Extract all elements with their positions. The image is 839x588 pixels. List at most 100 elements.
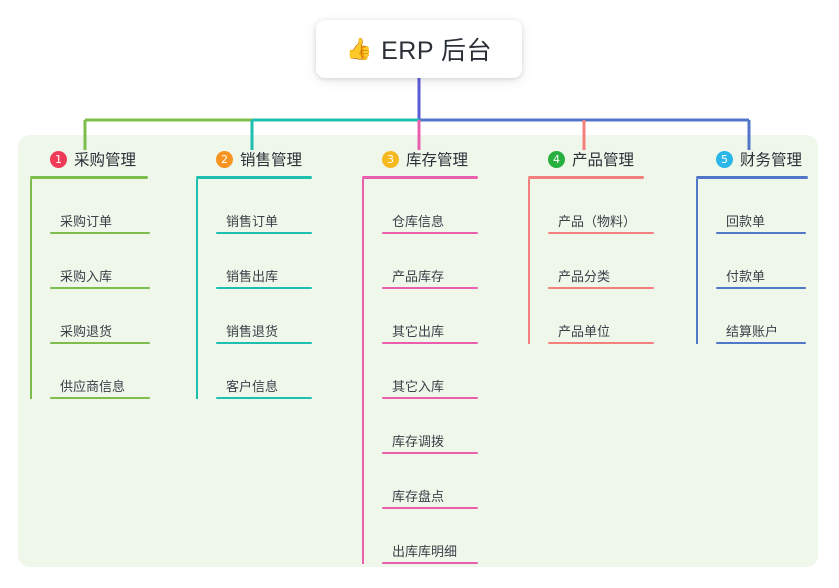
leaf-node-underline [382,231,478,234]
branch-column-2: 2 销售管理销售订单销售出库销售退货客户信息 [196,148,346,399]
leaf-node-label: 产品库存 [392,268,445,284]
branch-leaf-list: 产品（物料） 产品分类产品单位 [528,178,688,344]
branch-header-4[interactable]: 4 产品管理 [528,148,688,170]
leaf-node-underline [216,231,312,234]
leaf-node[interactable]: 回款单 [716,179,826,234]
branch-header-underline [696,176,808,179]
branch-title: 财务管理 [740,152,803,169]
leaf-node-underline [50,341,150,344]
branch-column-4: 4 产品管理产品（物料） 产品分类产品单位 [528,148,688,344]
leaf-node-underline [216,341,312,344]
branch-header-5[interactable]: 5 财务管理 [696,148,826,170]
branch-spine-line [696,178,698,344]
leaf-node-label: 采购入库 [60,268,113,284]
leaf-node[interactable]: 付款单 [716,234,826,289]
leaf-node-label: 销售退货 [226,323,279,339]
leaf-node-underline [216,286,312,289]
branch-leaf-list: 采购订单采购入库采购退货供应商信息 [30,178,180,399]
leaf-node-label: 其它入库 [392,378,445,394]
branch-spine-line [30,178,32,399]
leaf-node[interactable]: 销售订单 [216,179,346,234]
leaf-node[interactable]: 供应商信息 [50,344,180,399]
leaf-node-label: 库存盘点 [392,488,445,504]
leaf-node[interactable]: 产品分类 [548,234,688,289]
leaf-node[interactable]: 产品库存 [382,234,512,289]
leaf-node-label: 出库库明细 [392,543,458,559]
leaf-node-label: 其它出库 [392,323,445,339]
leaf-node-label: 采购退货 [60,323,113,339]
branch-header-underline [196,176,312,179]
branch-number-badge: 1 [50,150,67,168]
leaf-node[interactable]: 库存盘点 [382,454,512,509]
leaf-node-underline [50,396,150,399]
branch-title: 产品管理 [572,152,635,169]
leaf-node-underline [548,341,654,344]
leaf-node-label: 产品（物料） [558,213,637,229]
branch-leaf-list: 回款单付款单结算账户 [696,178,826,344]
leaf-node-label: 供应商信息 [60,378,126,394]
branch-header-underline [528,176,644,179]
leaf-node-label: 仓库信息 [392,213,445,229]
leaf-node[interactable]: 采购入库 [50,234,180,289]
leaf-node-label: 采购订单 [60,213,113,229]
leaf-node-underline [382,451,478,454]
leaf-node[interactable]: 销售退货 [216,289,346,344]
leaf-node-underline [382,561,478,564]
root-node-title: ERP 后台 [381,37,493,65]
root-node-card[interactable]: 👍 ERP 后台 [316,20,522,78]
branch-header-underline [362,176,478,179]
leaf-node[interactable]: 采购订单 [50,179,180,234]
branch-header-2[interactable]: 2 销售管理 [196,148,346,170]
leaf-node-underline [548,286,654,289]
leaf-node-underline [382,396,478,399]
branch-title: 销售管理 [240,152,303,169]
leaf-node-underline [382,341,478,344]
branch-number-badge: 4 [548,150,565,168]
branch-leaf-list: 销售订单销售出库销售退货客户信息 [196,178,346,399]
leaf-node-label: 结算账户 [726,323,779,339]
leaf-node[interactable]: 仓库信息 [382,179,512,234]
leaf-node-underline [216,396,312,399]
leaf-node[interactable]: 销售出库 [216,234,346,289]
leaf-node-underline [716,231,806,234]
leaf-node[interactable]: 采购退货 [50,289,180,344]
branch-number-badge: 5 [716,150,733,168]
root-node-content: 👍 ERP 后台 [346,31,492,67]
thumbs-up-icon: 👍 [345,37,373,61]
leaf-node-label: 产品单位 [558,323,611,339]
leaf-node-underline [716,286,806,289]
leaf-node[interactable]: 其它出库 [382,289,512,344]
leaf-node[interactable]: 结算账户 [716,289,826,344]
leaf-node[interactable]: 出库库明细 [382,509,512,564]
branch-column-5: 5 财务管理回款单付款单结算账户 [696,148,826,344]
branch-number-badge: 2 [216,150,233,168]
leaf-node-underline [50,286,150,289]
diagram-background-panel [18,135,818,567]
branch-spine-line [196,178,198,399]
leaf-node[interactable]: 客户信息 [216,344,346,399]
branch-column-1: 1 采购管理采购订单采购入库采购退货供应商信息 [30,148,180,399]
branch-header-1[interactable]: 1 采购管理 [30,148,180,170]
branch-spine-line [362,178,364,564]
branch-header-underline [30,176,148,179]
leaf-node-underline [50,231,150,234]
leaf-node[interactable]: 产品单位 [548,289,688,344]
leaf-node-underline [716,341,806,344]
leaf-node-underline [548,231,654,234]
leaf-node-underline [382,286,478,289]
leaf-node-label: 销售订单 [226,213,279,229]
branch-title: 库存管理 [406,152,469,169]
leaf-node-label: 库存调拨 [392,433,445,449]
leaf-node-label: 回款单 [726,213,766,229]
leaf-node[interactable]: 其它入库 [382,344,512,399]
leaf-node-label: 产品分类 [558,268,611,284]
leaf-node-label: 客户信息 [226,378,279,394]
leaf-node[interactable]: 库存调拨 [382,399,512,454]
leaf-node-underline [382,506,478,509]
leaf-node[interactable]: 产品（物料） [548,179,688,234]
leaf-node-label: 付款单 [726,268,766,284]
branch-title: 采购管理 [74,152,137,169]
